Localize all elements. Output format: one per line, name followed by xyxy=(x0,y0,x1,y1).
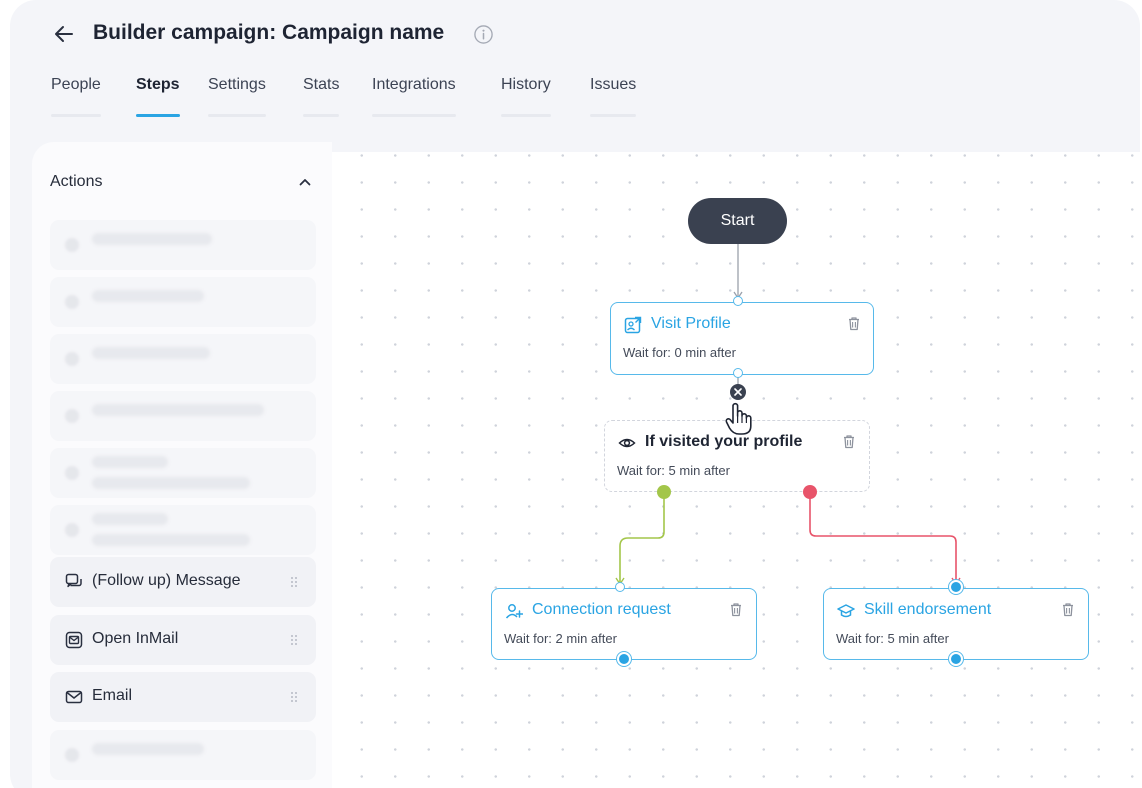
tab-underline xyxy=(501,114,551,117)
trash-icon[interactable] xyxy=(847,316,861,331)
flow-canvas[interactable]: Start Visit Profile Wait for: 0 min afte… xyxy=(332,152,1140,788)
delete-connection-button[interactable] xyxy=(730,384,746,400)
close-icon xyxy=(734,388,742,396)
blurred-label xyxy=(92,534,250,546)
arrow-left-icon xyxy=(55,26,73,42)
port-out[interactable] xyxy=(733,368,743,378)
tab-label: Integrations xyxy=(372,76,456,93)
tab-underline xyxy=(208,114,266,117)
tab-steps[interactable]: Steps xyxy=(136,76,180,122)
node-skill-endorsement[interactable]: Skill endorsement Wait for: 5 min after xyxy=(823,588,1089,660)
action-item-label: Email xyxy=(92,687,133,704)
node-title: If visited your profile xyxy=(645,433,803,450)
trash-icon[interactable] xyxy=(1061,602,1075,617)
tab-history[interactable]: History xyxy=(501,76,551,122)
blurred-label xyxy=(92,347,210,359)
node-title: Visit Profile xyxy=(651,315,731,332)
tab-underline xyxy=(51,114,101,117)
blurred-label xyxy=(92,743,204,755)
chevron-up-icon[interactable] xyxy=(297,174,313,190)
eye-icon xyxy=(617,433,637,453)
tab-settings[interactable]: Settings xyxy=(208,76,266,122)
trash-icon[interactable] xyxy=(842,434,856,449)
action-item-label: Open InMail xyxy=(92,630,179,647)
action-item-hidden[interactable] xyxy=(50,505,316,555)
blurred-icon xyxy=(65,352,79,366)
info-icon[interactable] xyxy=(473,24,494,45)
tab-label: Stats xyxy=(303,76,340,93)
tab-underline xyxy=(303,114,340,117)
action-item-open-inmail[interactable]: Open InMail xyxy=(50,615,316,665)
blurred-label xyxy=(92,477,250,489)
message-icon xyxy=(64,572,84,592)
port-in[interactable] xyxy=(615,582,625,592)
tab-underline xyxy=(372,114,456,117)
email-icon xyxy=(64,687,84,707)
action-item-follow-up-message[interactable]: (Follow up) Message xyxy=(50,557,316,607)
blurred-label xyxy=(92,404,264,416)
hand-cursor-icon xyxy=(725,402,752,435)
inmail-icon xyxy=(64,630,84,650)
node-title: Skill endorsement xyxy=(864,601,992,618)
drag-handle-icon[interactable] xyxy=(290,634,300,646)
tab-underline xyxy=(590,114,637,117)
blurred-label xyxy=(92,290,204,302)
drag-handle-icon[interactable] xyxy=(290,691,300,703)
drag-handle-icon[interactable] xyxy=(290,576,300,588)
node-wait: Wait for: 0 min after xyxy=(623,345,736,360)
visit-profile-icon xyxy=(623,315,643,335)
tab-label: People xyxy=(51,76,101,93)
action-item-hidden[interactable] xyxy=(50,391,316,441)
action-item-hidden[interactable] xyxy=(50,448,316,498)
node-wait: Wait for: 5 min after xyxy=(836,631,949,646)
action-item-hidden[interactable] xyxy=(50,277,316,327)
action-item-email[interactable]: Email xyxy=(50,672,316,722)
port-yes[interactable] xyxy=(657,485,671,499)
tab-stats[interactable]: Stats xyxy=(303,76,340,122)
port-in[interactable] xyxy=(949,580,963,594)
port-in[interactable] xyxy=(733,296,743,306)
node-connection-request[interactable]: Connection request Wait for: 2 min after xyxy=(491,588,757,660)
tab-issues[interactable]: Issues xyxy=(590,76,637,122)
blurred-icon xyxy=(65,238,79,252)
actions-sidebar: Actions (Follow up) Mes xyxy=(32,142,332,788)
tab-label: History xyxy=(501,76,551,93)
action-item-hidden[interactable] xyxy=(50,334,316,384)
blurred-label xyxy=(92,513,168,525)
action-item-label: (Follow up) Message xyxy=(92,572,241,589)
node-wait: Wait for: 5 min after xyxy=(617,463,730,478)
port-out[interactable] xyxy=(617,652,631,666)
tab-people[interactable]: People xyxy=(51,76,101,122)
back-button[interactable] xyxy=(50,20,78,48)
blurred-label xyxy=(92,233,212,245)
tab-underline-active xyxy=(136,114,180,117)
port-no[interactable] xyxy=(803,485,817,499)
blurred-icon xyxy=(65,466,79,480)
action-item-hidden[interactable] xyxy=(50,730,316,780)
page-title: Builder campaign: Campaign name xyxy=(93,21,445,44)
tab-label: Settings xyxy=(208,76,266,93)
tab-label: Issues xyxy=(590,76,637,93)
blurred-icon xyxy=(65,409,79,423)
blurred-icon xyxy=(65,295,79,309)
blurred-icon xyxy=(65,523,79,537)
node-wait: Wait for: 2 min after xyxy=(504,631,617,646)
node-visit-profile[interactable]: Visit Profile Wait for: 0 min after xyxy=(610,302,874,375)
trash-icon[interactable] xyxy=(729,602,743,617)
add-user-icon xyxy=(504,601,524,621)
node-title: Connection request xyxy=(532,601,671,618)
start-node[interactable]: Start xyxy=(688,198,787,244)
tab-integrations[interactable]: Integrations xyxy=(372,76,456,122)
action-item-hidden[interactable] xyxy=(50,220,316,270)
blurred-label xyxy=(92,456,168,468)
sidebar-title: Actions xyxy=(50,173,103,190)
tab-label: Steps xyxy=(136,76,180,93)
blurred-icon xyxy=(65,748,79,762)
graduation-cap-icon xyxy=(836,601,856,621)
port-out[interactable] xyxy=(949,652,963,666)
